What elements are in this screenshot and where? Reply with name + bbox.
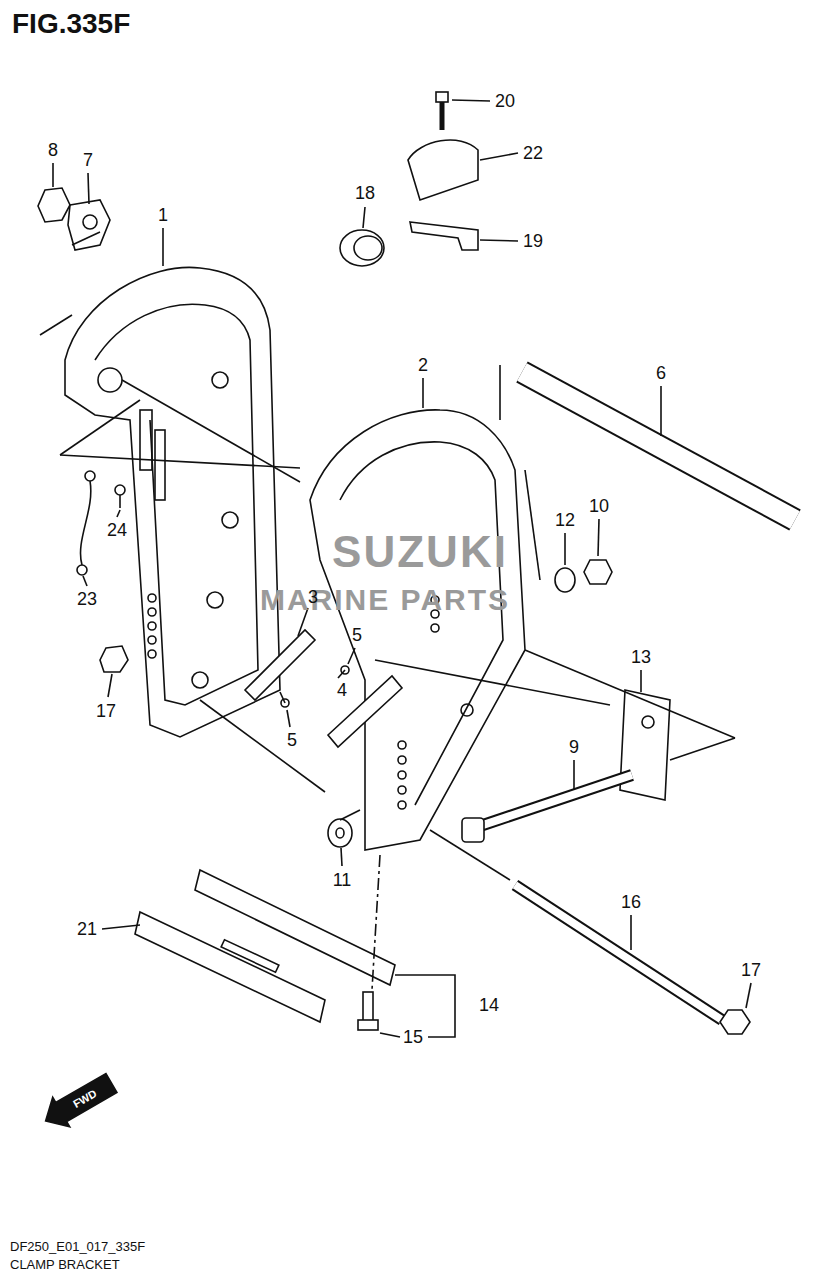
callout-number: 14 <box>479 996 499 1014</box>
callout-number: 24 <box>107 521 127 539</box>
callout-number: 16 <box>621 893 641 911</box>
callout-number: 2 <box>418 356 428 374</box>
figure-title: FIG.335F <box>12 10 130 38</box>
callout-number: 5 <box>352 626 362 644</box>
callout-number: 11 <box>333 871 352 889</box>
figure-caption: CLAMP BRACKET <box>10 1258 120 1271</box>
callout-number: 20 <box>495 92 515 110</box>
callout-number: 19 <box>523 232 543 250</box>
callout-number: 15 <box>403 1028 423 1046</box>
callout-number: 21 <box>77 920 97 938</box>
callout-number: 7 <box>83 151 93 169</box>
callout-number: 10 <box>589 497 609 515</box>
watermark: SUZUKI <box>332 530 508 574</box>
callout-number: 8 <box>48 141 58 159</box>
callout-number: 18 <box>355 184 375 202</box>
callout-number: 22 <box>523 144 543 162</box>
callout-number: 17 <box>96 702 116 720</box>
drawing-code: DF250_E01_017_335F <box>10 1240 145 1253</box>
watermark: MARINE PARTS <box>260 585 510 615</box>
callout-number: 12 <box>555 511 575 529</box>
callout-number: 5 <box>287 731 297 749</box>
callout-number: 9 <box>569 738 579 756</box>
callout-number: 23 <box>77 590 97 608</box>
callout-number: 13 <box>631 648 651 666</box>
callout-number: 17 <box>741 961 761 979</box>
callout-number: 6 <box>656 364 666 382</box>
callout-number: 1 <box>158 206 168 224</box>
callout-number: 3 <box>308 588 318 606</box>
callout-number: 4 <box>337 681 347 699</box>
